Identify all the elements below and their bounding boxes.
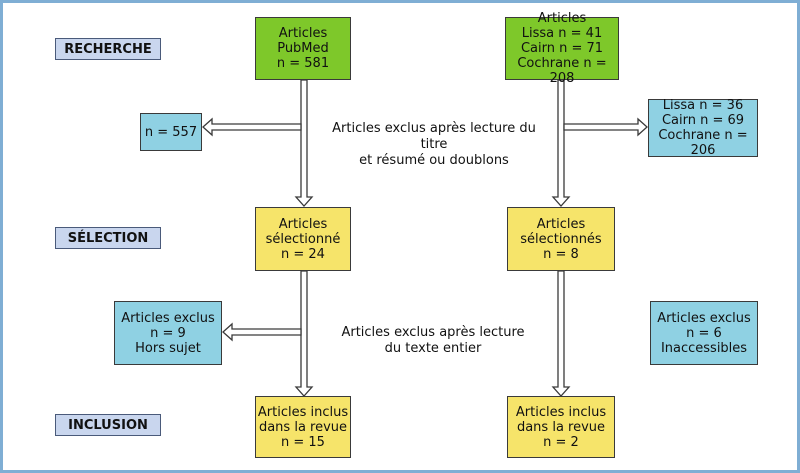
arrow-left-down-1 (294, 79, 314, 207)
note-line: et résumé ou doublons (359, 153, 509, 168)
arrow-right-down-2 (551, 270, 571, 397)
arrow-left-exclude-2 (222, 322, 302, 342)
box-line: Hors sujet (135, 340, 201, 356)
box-line: Inaccessibles (660, 340, 748, 356)
box-line: Cochrane n = 206 (658, 128, 748, 158)
box-line: n = 15 (281, 434, 325, 450)
note-line: du texte entier (384, 341, 482, 356)
left-selected-box: Articles sélectionné n = 24 (255, 207, 351, 271)
stage-inclusion-label: INCLUSION (68, 417, 148, 433)
note-exclusion-title: Articles exclus après lecture du titre e… (319, 121, 549, 169)
pubmed-source-box: Articles PubMed n = 581 (255, 17, 351, 80)
box-line: n = 8 (543, 246, 579, 262)
box-line: Articles (536, 216, 586, 232)
flow-arrows (202, 79, 648, 397)
right-selected-box: Articles sélectionnés n = 8 (507, 207, 615, 271)
stage-recherche: RECHERCHE (55, 38, 161, 60)
box-line: n = 24 (281, 246, 325, 262)
box-line: Cairn n = 69 (661, 113, 745, 128)
box-line: Articles inclus (257, 404, 349, 420)
box-line: dans la revue (516, 419, 606, 435)
box-line: n = 9 (150, 325, 186, 341)
right-excluded-text-box: Articles exclus n = 6 Inaccessibles (650, 301, 758, 365)
left-excluded-title-box: n = 557 (140, 113, 202, 151)
arrow-right-exclude-1 (563, 117, 648, 137)
box-line: sélectionnés (520, 231, 602, 247)
box-line: Lissa n = 41 (521, 26, 603, 41)
right-excluded-title-box: Lissa n = 36 Cairn n = 69 Cochrane n = 2… (648, 98, 758, 158)
left-excluded-text-box: Articles exclus n = 9 Hors sujet (114, 301, 222, 365)
box-line: Articles (537, 11, 587, 26)
box-line: dans la revue (258, 419, 348, 435)
box-line: Lissa n = 36 (662, 98, 744, 113)
box-line: n = 2 (543, 434, 579, 450)
box-line: Articles (278, 216, 328, 232)
box-line: Cochrane n = 208 (517, 56, 607, 86)
other-databases-source-box: Articles Lissa n = 41 Cairn n = 71 Cochr… (505, 11, 619, 86)
box-line: Articles exclus (657, 310, 751, 326)
right-included-box: Articles inclus dans la revue n = 2 (507, 396, 615, 458)
box-line: n = 6 (686, 325, 722, 341)
box-line: n = 557 (144, 124, 198, 140)
arrow-left-down-2 (294, 270, 314, 397)
left-included-box: Articles inclus dans la revue n = 15 (255, 396, 351, 458)
box-line: Articles exclus (121, 310, 215, 326)
stage-selection-label: SÉLECTION (67, 230, 149, 246)
box-line: PubMed (277, 41, 329, 56)
note-exclusion-text: Articles exclus après lecture du texte e… (333, 325, 533, 357)
box-line: sélectionné (265, 231, 341, 247)
stage-selection: SÉLECTION (55, 227, 161, 249)
box-line: Articles inclus (515, 404, 607, 420)
box-line: Cairn n = 71 (520, 41, 604, 56)
arrow-right-down-1 (551, 79, 571, 207)
note-line: Articles exclus après lecture (341, 325, 525, 340)
note-line: Articles exclus après lecture du titre (332, 121, 536, 152)
stage-inclusion: INCLUSION (55, 414, 161, 436)
box-line: n = 581 (276, 56, 330, 71)
box-line: Articles (278, 26, 328, 41)
stage-recherche-label: RECHERCHE (64, 41, 152, 57)
arrow-left-exclude-1 (202, 117, 302, 137)
